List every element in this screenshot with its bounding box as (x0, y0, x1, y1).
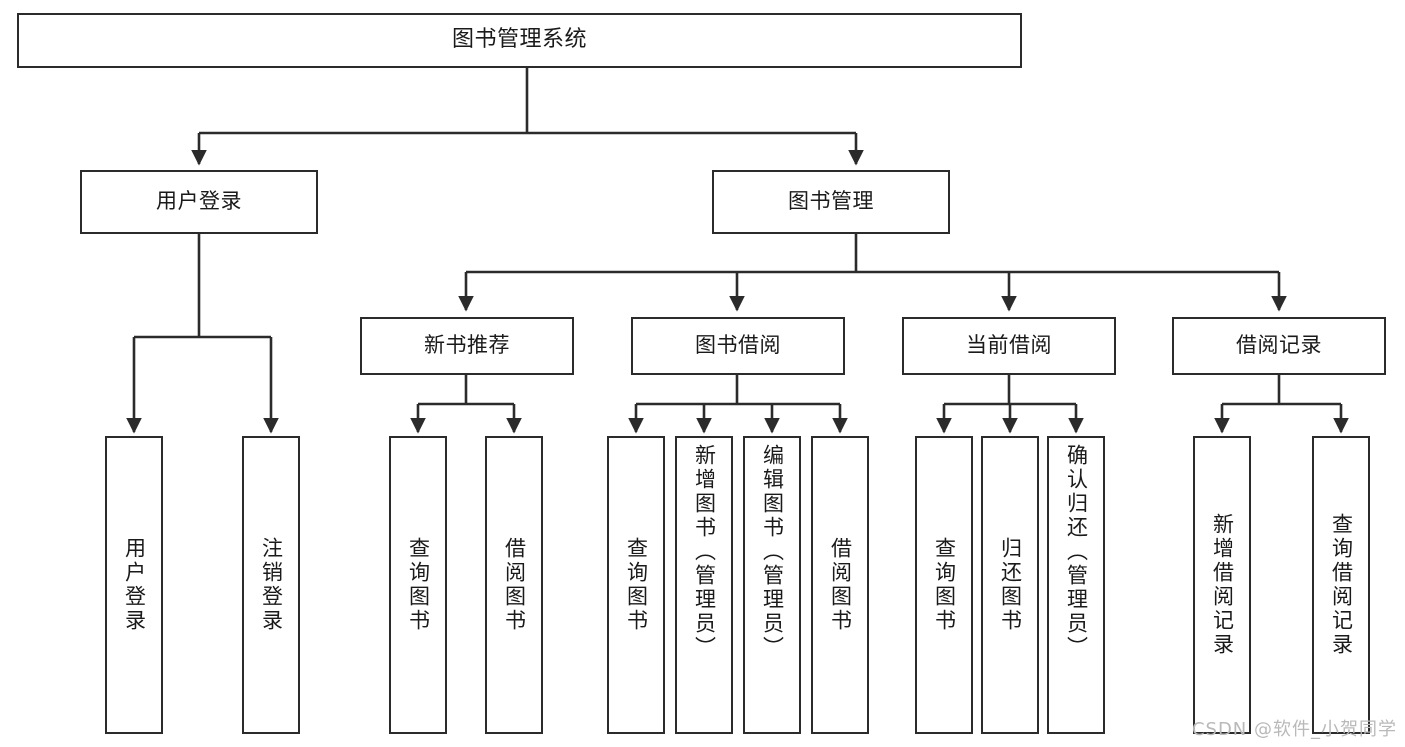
node-label: 借阅记录 (1236, 333, 1322, 358)
leaf-recommend-query-book[interactable]: 查询图书 (389, 436, 447, 734)
leaf-label: 编辑图书（管理员） (760, 444, 785, 660)
leaf-label: 注销登录 (259, 537, 284, 633)
leaf-label: 借阅图书 (828, 537, 853, 633)
leaf-label: 借阅图书 (502, 537, 527, 633)
leaf-label: 查询图书 (932, 537, 957, 633)
node-borrowing-records[interactable]: 借阅记录 (1172, 317, 1386, 375)
leaf-borrow-add-book-admin[interactable]: 新增图书（管理员） (675, 436, 733, 734)
leaf-label: 查询借阅记录 (1329, 513, 1354, 657)
leaf-current-return-book[interactable]: 归还图书 (981, 436, 1039, 734)
leaf-record-query-borrow-record[interactable]: 查询借阅记录 (1312, 436, 1370, 734)
leaf-label: 新增图书（管理员） (692, 444, 717, 660)
leaf-borrow-borrow-book[interactable]: 借阅图书 (811, 436, 869, 734)
leaf-record-add-borrow-record[interactable]: 新增借阅记录 (1193, 436, 1251, 734)
node-label: 图书管理系统 (451, 27, 587, 53)
node-current-borrowing[interactable]: 当前借阅 (902, 317, 1116, 375)
node-label: 图书借阅 (695, 333, 781, 358)
leaf-current-confirm-return-admin[interactable]: 确认归还（管理员） (1047, 436, 1105, 734)
csdn-watermark: CSDN @软件_小贺同学 (1191, 719, 1397, 740)
node-label: 图书管理 (788, 189, 874, 214)
leaf-label: 确认归还（管理员） (1064, 444, 1089, 660)
leaf-current-query-book[interactable]: 查询图书 (915, 436, 973, 734)
leaf-borrow-edit-book-admin[interactable]: 编辑图书（管理员） (743, 436, 801, 734)
node-root-book-management-system[interactable]: 图书管理系统 (17, 13, 1022, 68)
node-label: 新书推荐 (424, 333, 510, 358)
leaf-user-logout[interactable]: 注销登录 (242, 436, 300, 734)
node-user-login[interactable]: 用户登录 (80, 170, 318, 234)
leaf-label: 查询图书 (406, 537, 431, 633)
leaf-user-login[interactable]: 用户登录 (105, 436, 163, 734)
node-book-borrowing[interactable]: 图书借阅 (631, 317, 845, 375)
leaf-borrow-query-book[interactable]: 查询图书 (607, 436, 665, 734)
leaf-recommend-borrow-book[interactable]: 借阅图书 (485, 436, 543, 734)
leaf-label: 查询图书 (624, 537, 649, 633)
leaf-label: 用户登录 (122, 537, 147, 633)
node-label: 用户登录 (156, 189, 242, 214)
leaf-label: 归还图书 (998, 537, 1023, 633)
node-label: 当前借阅 (966, 333, 1052, 358)
node-book-management[interactable]: 图书管理 (712, 170, 950, 234)
leaf-label: 新增借阅记录 (1210, 513, 1235, 657)
node-new-book-recommendation[interactable]: 新书推荐 (360, 317, 574, 375)
